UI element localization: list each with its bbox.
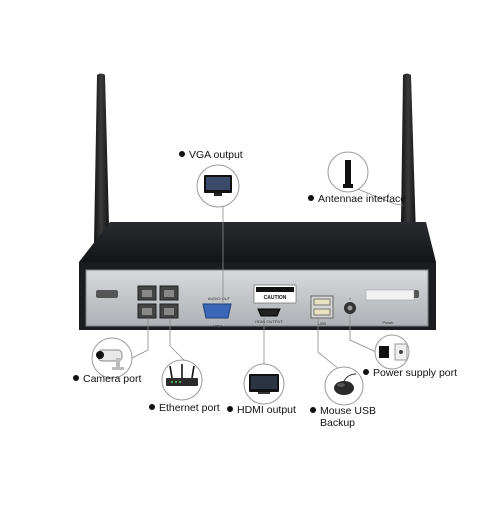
hdmi-port: HDMI OUTPUT bbox=[255, 308, 283, 324]
antennae-interface-label: Antennae interface bbox=[318, 193, 407, 206]
power-adapter-icon bbox=[374, 334, 410, 370]
callout-lines bbox=[131, 177, 404, 371]
ethernet-port-callout: Ethernet port bbox=[149, 402, 220, 414]
bullet-dot-icon bbox=[73, 375, 79, 382]
mouse-icon bbox=[324, 366, 364, 406]
power-supply-port-callout: Power supply port bbox=[363, 367, 457, 379]
serial-sticker bbox=[365, 289, 415, 301]
bullet-dot-icon bbox=[149, 404, 155, 411]
monitor-icon bbox=[196, 164, 240, 208]
backup-label: Backup bbox=[320, 417, 356, 430]
camera-port-callout: Camera port bbox=[73, 373, 141, 385]
hdmi-output-label: HDMI output bbox=[237, 404, 296, 417]
svg-text:=: = bbox=[349, 297, 352, 301]
bullet-dot-icon bbox=[308, 195, 314, 202]
tv-icon bbox=[243, 363, 285, 405]
bullet-dot-icon bbox=[227, 406, 233, 413]
mouse-usb-label: Mouse USB bbox=[320, 405, 377, 418]
caution-text: CAUTION bbox=[264, 295, 287, 301]
usb-ports: USB bbox=[310, 295, 334, 326]
ethernet-port-label: Ethernet port bbox=[159, 402, 220, 415]
hdmi-port-label: HDMI OUTPUT bbox=[255, 319, 283, 324]
camera-port-label: Camera port bbox=[83, 373, 142, 386]
usb-port-label: USB bbox=[318, 321, 327, 326]
camera-icon bbox=[91, 337, 133, 379]
power-port-label: Power bbox=[382, 320, 394, 325]
mouse-usb-callout: Mouse USB Backup bbox=[310, 405, 380, 429]
bullet-dot-icon bbox=[363, 369, 369, 376]
nvr-body bbox=[79, 222, 436, 330]
antennae-interface-callout: Antennae interface bbox=[308, 193, 406, 205]
antenna-icon bbox=[327, 151, 369, 193]
vga-port-label: VGA bbox=[213, 324, 223, 329]
ethernet-ports bbox=[137, 285, 179, 319]
caution-sticker: CAUTION bbox=[253, 284, 297, 304]
power-supply-port-label: Power supply port bbox=[373, 367, 458, 380]
hdmi-output-callout: HDMI output bbox=[227, 404, 296, 416]
router-icon bbox=[161, 359, 203, 401]
vga-output-callout: VGA output bbox=[179, 149, 243, 161]
power-jack: = bbox=[344, 297, 356, 314]
vga-port: VGA bbox=[202, 303, 232, 329]
bullet-dot-icon bbox=[179, 151, 185, 158]
vga-output-label: VGA output bbox=[189, 149, 243, 162]
bullet-dot-icon bbox=[310, 407, 316, 414]
audio-out-label: AUDIO OUT bbox=[208, 296, 231, 301]
